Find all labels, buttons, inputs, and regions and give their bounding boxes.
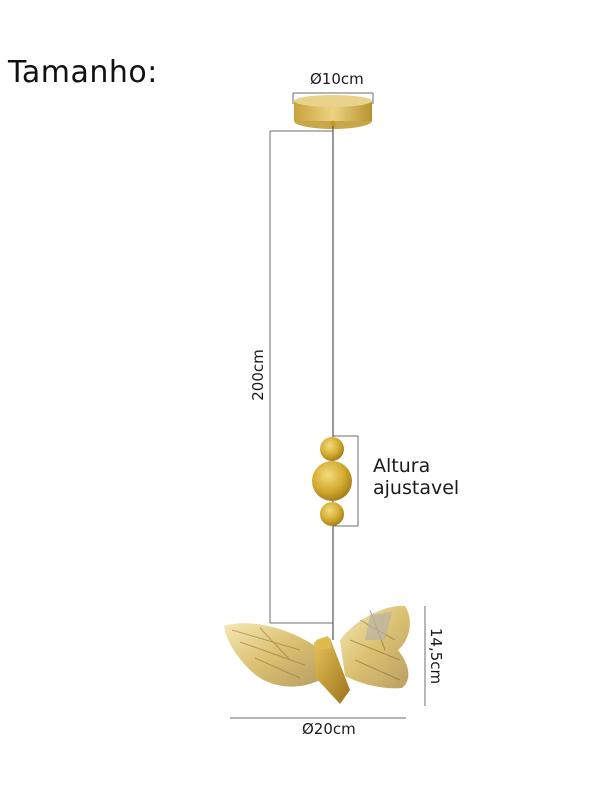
canopy-dimension-bracket bbox=[292, 92, 374, 104]
adjustable-height-line2: ajustavel bbox=[373, 477, 460, 499]
cable-length-label: 200cm bbox=[249, 349, 267, 401]
canopy-diameter-label: Ø10cm bbox=[310, 70, 364, 88]
butterfly-width-label: Ø20cm bbox=[302, 720, 356, 738]
butterfly-height-label: 14,5cm bbox=[427, 627, 445, 685]
adjustable-height-line1: Altura bbox=[373, 455, 431, 477]
butterfly-shade bbox=[224, 605, 410, 704]
page-title: Tamanho: bbox=[8, 55, 158, 90]
adjustable-height-label: Altura ajustavel bbox=[373, 455, 459, 499]
adjustable-height-bracket bbox=[333, 435, 359, 527]
cable-length-bracket bbox=[269, 130, 333, 624]
ceiling-canopy bbox=[294, 95, 372, 129]
adjuster-beads bbox=[312, 437, 352, 526]
